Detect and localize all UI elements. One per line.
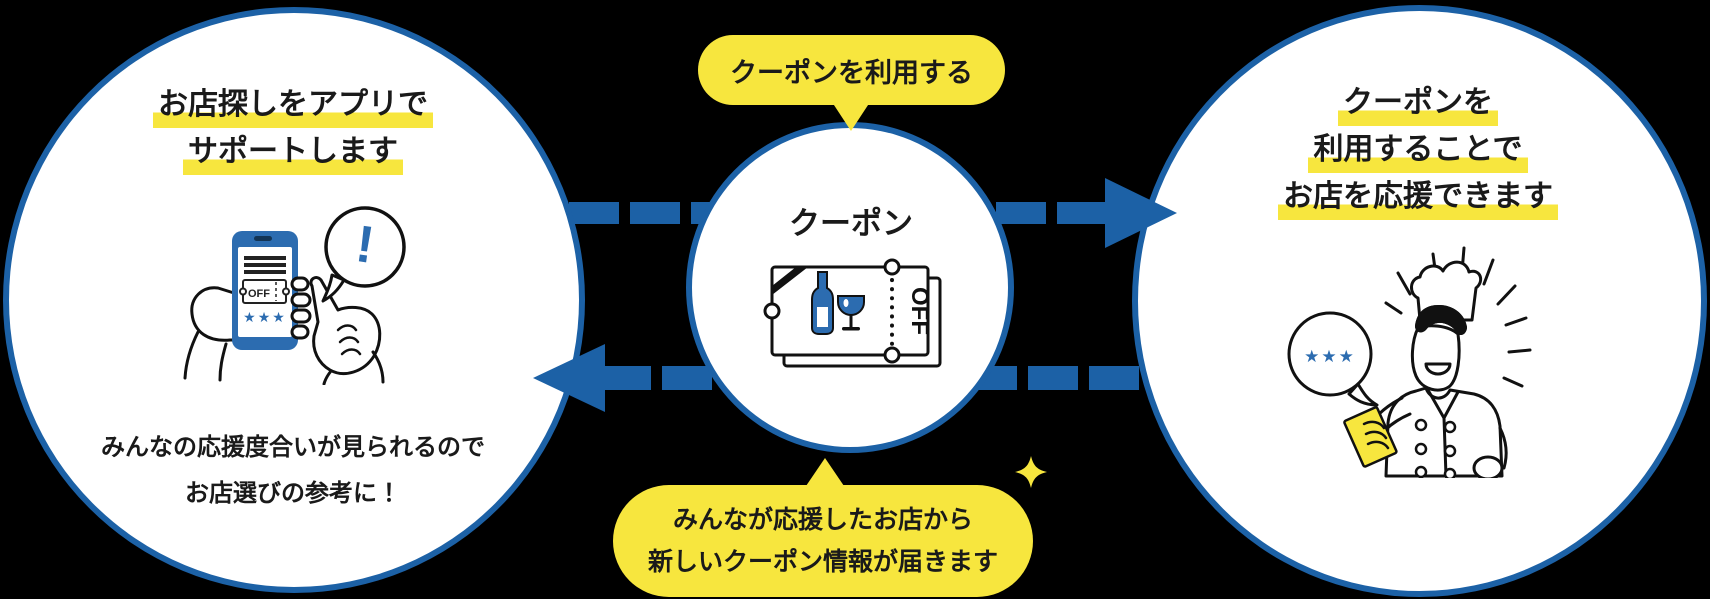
bottom-speech-bubble: みんなが応援したお店から 新しいクーポン情報が届きます <box>613 485 1033 597</box>
speech-stars: ★★★ <box>1304 347 1356 366</box>
sparkle-icon <box>981 456 1047 507</box>
right-title-line1: クーポンを <box>1338 84 1498 127</box>
phone-off-label: OFF <box>248 288 270 300</box>
coupon-off-label: OFF <box>906 287 933 335</box>
left-caption-line1: みんなの応援度合いが見られるので <box>101 434 485 461</box>
center-circle <box>686 122 1014 453</box>
chef-coupon-card <box>1343 406 1398 468</box>
top-speech-bubble: クーポンを利用する <box>698 35 1005 105</box>
bottom-speech-bubble-tail <box>806 458 844 486</box>
left-caption: みんなの応援度合いが見られるので お店選びの参考に！ <box>43 425 543 517</box>
phone-hands-illustration: OFF ★★★ ! <box>183 206 406 385</box>
coupon-ticket-illustration: OFF <box>763 258 942 368</box>
right-title: クーポンを 利用することで お店を応援できます <box>1168 82 1668 223</box>
left-title-line2: サポートします <box>183 133 403 176</box>
center-label-text: クーポン <box>789 206 913 241</box>
phone-stars: ★★★ <box>243 309 287 325</box>
center-label: クーポン <box>731 198 971 243</box>
top-speech-bubble-label: クーポンを利用する <box>730 57 973 88</box>
left-caption-line2: お店選びの参考に！ <box>185 480 401 507</box>
right-title-line2: 利用することで <box>1308 131 1528 174</box>
left-title: お店探しをアプリで サポートします <box>43 84 543 178</box>
right-title-line3: お店を応援できます <box>1278 178 1558 221</box>
left-title-line1: お店探しをアプリで <box>153 86 433 129</box>
bottom-speech-bubble-line1: みんなが応援したお店から <box>672 506 973 534</box>
bottom-speech-bubble-line2: 新しいクーポン情報が届きます <box>647 548 998 576</box>
chef-illustration: ★★★ <box>1287 246 1532 478</box>
